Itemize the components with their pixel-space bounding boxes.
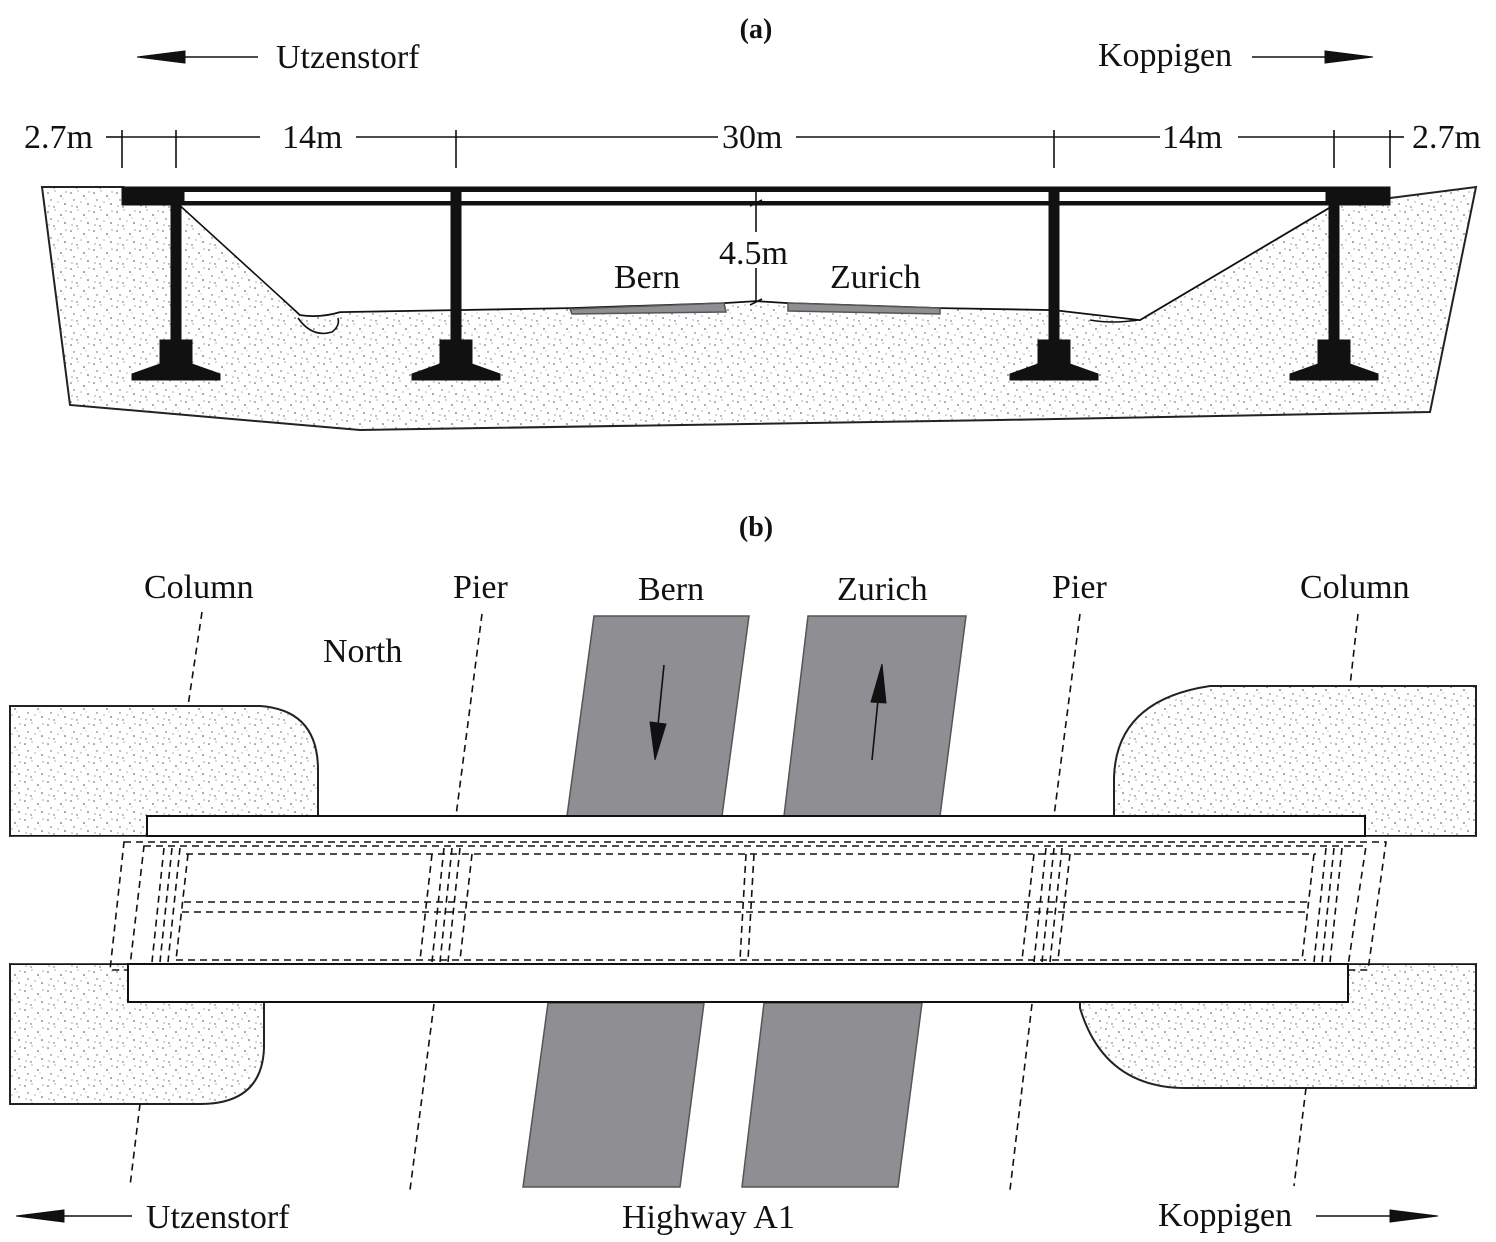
panel-a-label: (a) [740,14,773,45]
label-column-left: Column [144,569,254,606]
direction-utzenstorf-a: Utzenstorf [276,39,420,76]
support-pier-2 [1009,186,1099,381]
dimension-line [106,130,1404,168]
panel-b-label: (b) [739,512,773,543]
leader-pier-right [1053,613,1081,817]
label-pier-right: Pier [1052,569,1107,606]
lane-bern-top [566,615,750,817]
label-lane-zurich-b: Zurich [837,571,928,608]
road-bern-section [568,302,727,315]
arrow-up-icon [870,663,887,761]
leader-column-left [187,611,203,707]
dim-span-4: 14m [1162,119,1222,156]
support-pier-1 [411,186,501,381]
dim-span-5: 2.7m [1412,119,1481,156]
direction-koppigen-a: Koppigen [1098,37,1232,74]
support-column-2 [1289,186,1379,381]
arrow-right-icon [1252,50,1374,64]
label-highway: Highway A1 [622,1199,795,1236]
direction-koppigen-b: Koppigen [1158,1197,1292,1234]
direction-utzenstorf-b: Utzenstorf [146,1199,290,1236]
lane-label-bern-a: Bern [614,259,680,296]
deck-edge-bottom [127,963,1349,1003]
arrow-right-bottom-icon [1316,1209,1439,1223]
clearance-label: 4.5m [719,235,788,272]
label-pier-left: Pier [453,569,508,606]
dim-span-3: 30m [722,119,782,156]
leader-column-right [1349,613,1359,687]
deck-edge-top [146,815,1366,837]
dim-span-2: 14m [282,119,342,156]
leader-pier-left [455,613,483,817]
arrow-left-bottom-icon [15,1209,132,1223]
clearance-dimension [749,192,763,306]
lane-label-zurich-a: Zurich [830,259,921,296]
dim-span-1: 2.7m [24,119,93,156]
embankment-top-left [9,705,319,837]
label-north: North [323,633,402,670]
lane-bern-bottom [522,1002,705,1188]
deck-outline-dashed [109,841,1387,971]
panel-a: (a) Utzenstorf Koppigen [24,14,1481,432]
label-lane-bern-b: Bern [638,571,704,608]
ditch-right [1089,319,1139,323]
support-column-1 [131,186,221,381]
lane-zurich-top [783,615,967,817]
label-column-right: Column [1300,569,1410,606]
panel-b: (b) [9,512,1477,1236]
road-zurich-section [787,302,941,315]
arrow-down-icon [649,664,667,761]
embankment-top-right [1113,685,1477,837]
lane-zurich-bottom [741,1002,923,1188]
ditch-left [297,317,340,335]
arrow-left-icon [136,50,258,64]
